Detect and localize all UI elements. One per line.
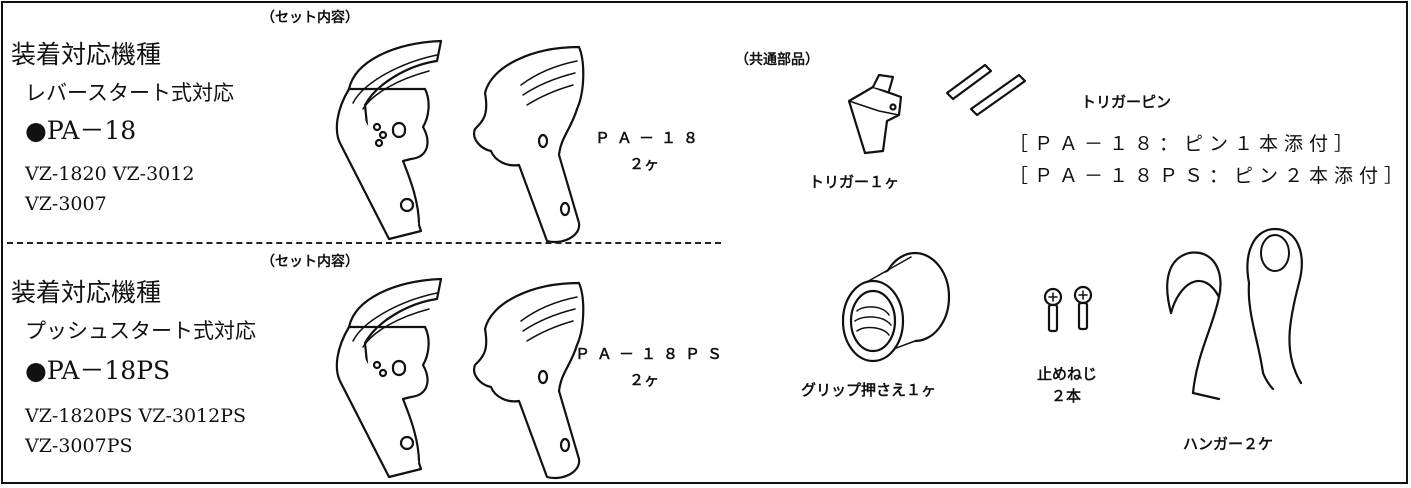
grip-half-open-ps-icon (335, 277, 443, 479)
trigger-pin-icon (945, 63, 1027, 117)
trigger-icon (847, 73, 903, 155)
top-heading: 装着対応機種 (11, 40, 162, 69)
screw-label-2: ２本 (1051, 387, 1082, 405)
grip-half-closed-ps-icon (473, 281, 585, 480)
bottom-part-name: ＰＡ－１８ＰＳ (575, 345, 730, 363)
pin-note-pa18ps: ［ＰＡ－１８ＰＳ：ピン２本添付］ (1009, 165, 1410, 187)
top-subtitle: レバースタート式対応 (25, 81, 234, 105)
top-set-label: （セット内容） (261, 10, 359, 26)
top-models-line1: VZ-1820 VZ-3012 (25, 163, 195, 185)
bottom-set-label: （セット内容） (261, 254, 359, 270)
bottom-part-qty: ２ヶ (629, 371, 660, 389)
bottom-subtitle: プッシュスタート式対応 (25, 319, 256, 343)
top-part-qty: ２ヶ (629, 155, 660, 173)
grip-half-open-icon (335, 39, 443, 241)
top-model: ●PA－18 (25, 116, 137, 145)
grip-holder-icon (841, 251, 951, 363)
screw-label-1: 止めねじ (1037, 365, 1098, 383)
bottom-models-line1: VZ-1820PS VZ-3012PS (25, 405, 247, 427)
bottom-heading: 装着対応機種 (11, 278, 162, 307)
bottom-model: ●PA－18PS (25, 356, 171, 385)
top-models-line2: VZ-3007 (25, 193, 107, 215)
section-divider (7, 242, 721, 244)
pin-note-pa18: ［ＰＡ－１８：ピン１本添付］ (1009, 133, 1360, 155)
common-parts-heading: （共通部品） (735, 52, 819, 68)
bottom-models-line2: VZ-3007PS (25, 435, 133, 457)
hanger-label: ハンガー２ケ (1183, 435, 1274, 453)
trigger-label: トリガー１ヶ (809, 173, 900, 191)
trigger-pin-label: トリガーピン (1081, 93, 1172, 111)
screw-icon (1043, 285, 1093, 333)
grip-half-closed-icon (473, 45, 585, 244)
hanger-icon (1166, 227, 1303, 401)
top-part-name: ＰＡ－１８ (595, 129, 706, 147)
grip-holder-label: グリップ押さえ１ヶ (801, 381, 937, 399)
